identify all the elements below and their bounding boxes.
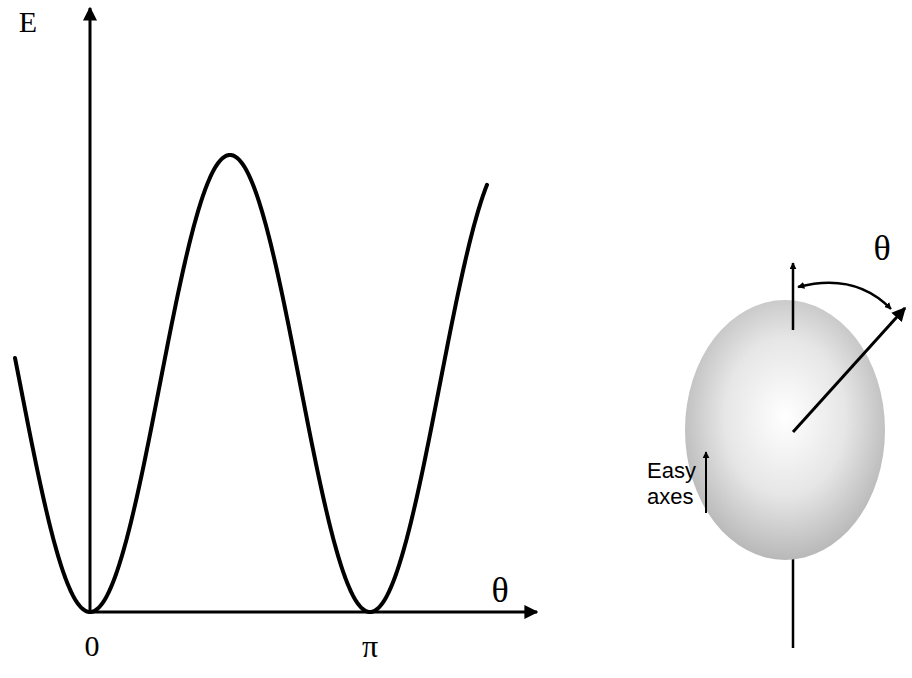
energy-curve bbox=[15, 155, 487, 612]
magnetization-arrow bbox=[793, 308, 905, 432]
angle-axis bbox=[90, 611, 537, 614]
particle bbox=[685, 300, 885, 560]
easy-axis-lower bbox=[792, 545, 795, 648]
angle-arc bbox=[798, 283, 891, 309]
axis-label: θ bbox=[491, 572, 508, 608]
easy-axis-arrow bbox=[792, 263, 795, 330]
angle-label: θ bbox=[873, 230, 890, 266]
axis-name: Easy axes bbox=[647, 458, 705, 511]
easy-axis-indicator bbox=[705, 452, 707, 513]
tick-label: π bbox=[362, 630, 378, 662]
axis-label: E bbox=[19, 7, 37, 37]
tick-label: 0 bbox=[85, 631, 100, 661]
energy-axis bbox=[89, 8, 92, 612]
